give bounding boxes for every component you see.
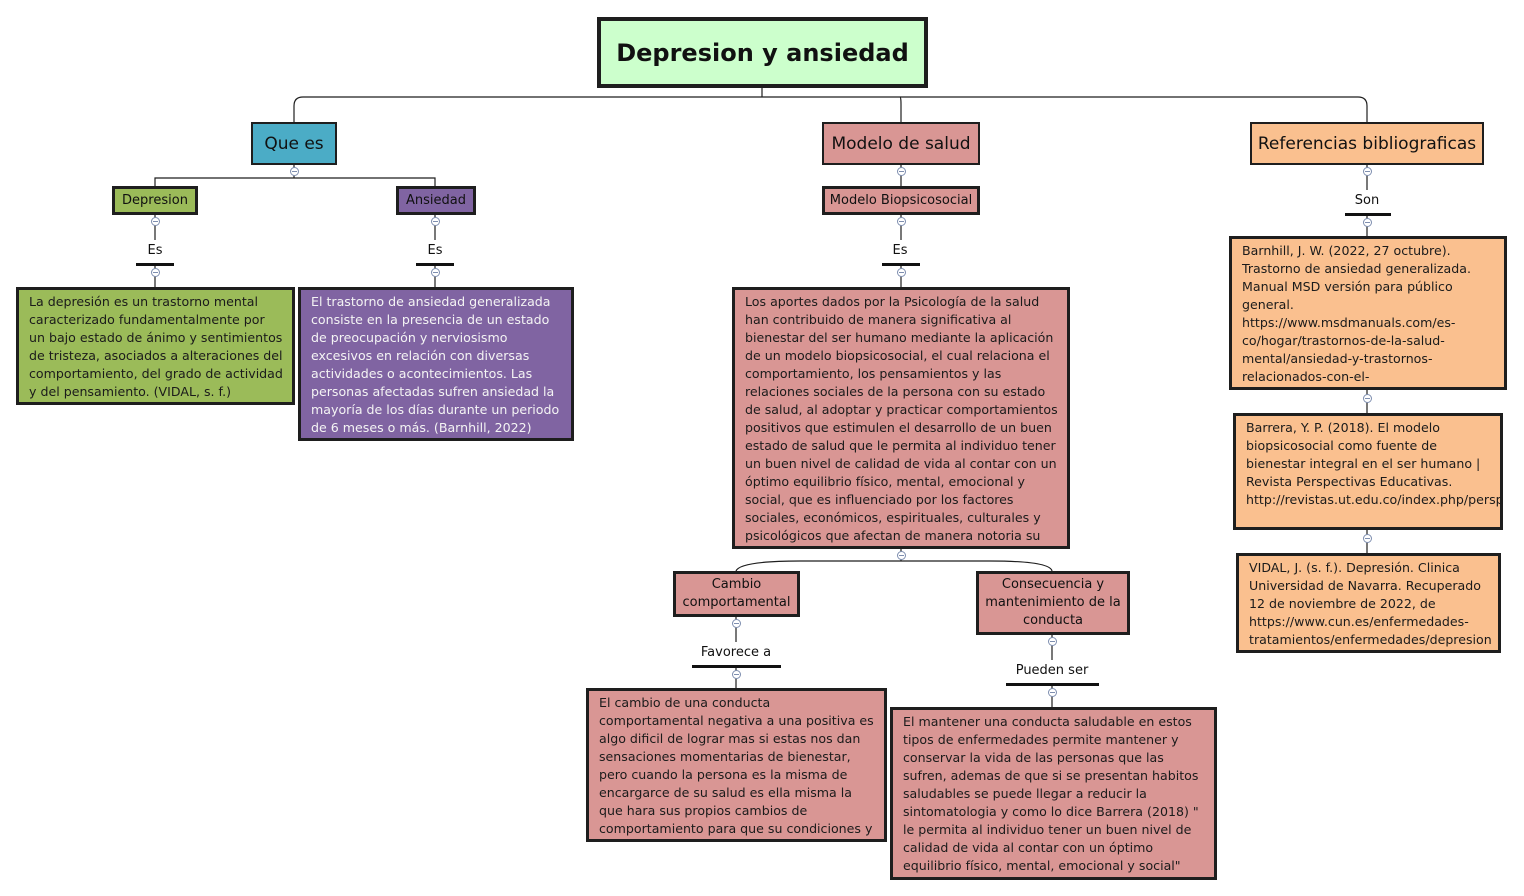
branch-que-es[interactable]: Que es <box>251 122 337 165</box>
reference-vidal[interactable]: VIDAL, J. (s. f.). Depresión. Clinica Un… <box>1236 553 1501 653</box>
collapse-icon[interactable] <box>1363 218 1372 227</box>
subtopic-biopsicosocial-label: Modelo Biopsicosocial <box>829 193 973 208</box>
branch-modelo-de-salud[interactable]: Modelo de salud <box>822 122 980 165</box>
depresion-definition[interactable]: La depresión es un trastorno mental cara… <box>16 287 295 405</box>
collapse-icon[interactable] <box>1048 688 1057 697</box>
subtopic-ansiedad[interactable]: Ansiedad <box>396 186 476 215</box>
collapse-icon[interactable] <box>732 670 741 679</box>
collapse-icon[interactable] <box>897 551 906 560</box>
collapse-icon[interactable] <box>897 217 906 226</box>
modelo-biopsicosocial-description[interactable]: Los aportes dados por la Psicología de l… <box>732 287 1070 549</box>
collapse-icon[interactable] <box>897 268 906 277</box>
cambio-comportamental-description[interactable]: El cambio de una conducta comportamental… <box>586 688 887 842</box>
subtopic-ansiedad-label: Ansiedad <box>406 193 466 208</box>
link-label-underline <box>136 263 174 266</box>
subtopic-consecuencia-label: Consecuencia y mantenimiento de la condu… <box>985 577 1121 628</box>
link-label-underline <box>1006 683 1099 686</box>
collapse-icon[interactable] <box>1363 167 1372 176</box>
branch-que-es-label: Que es <box>264 133 324 154</box>
subtopic-depresion[interactable]: Depresion <box>112 186 198 215</box>
branch-modelo-label: Modelo de salud <box>831 133 971 154</box>
subtopic-modelo-biopsicosocial[interactable]: Modelo Biopsicosocial <box>822 186 980 215</box>
collapse-icon[interactable] <box>1363 394 1372 403</box>
collapse-icon[interactable] <box>897 167 906 176</box>
branch-referencias-label: Referencias bibliograficas <box>1257 133 1477 154</box>
link-label-favorece: Favorece a <box>700 645 772 660</box>
collapse-icon[interactable] <box>290 167 299 176</box>
link-label-es-ansiedad: Es <box>427 243 443 258</box>
link-label-pueden-ser: Pueden ser <box>1015 663 1089 678</box>
link-label-underline <box>692 665 781 668</box>
subtopic-cambio-comportamental[interactable]: Cambio comportamental <box>673 571 800 617</box>
reference-text: Barnhill, J. W. (2022, 27 octubre). Tras… <box>1242 243 1471 384</box>
cambio-description-text: El cambio de una conducta comportamental… <box>599 695 874 836</box>
link-label-underline <box>882 263 920 266</box>
ansiedad-definition-text: El trastorno de ansiedad generalizada co… <box>311 294 560 435</box>
collapse-icon[interactable] <box>732 619 741 628</box>
collapse-icon[interactable] <box>151 268 160 277</box>
depresion-definition-text: La depresión es un trastorno mental cara… <box>29 294 283 399</box>
reference-text: VIDAL, J. (s. f.). Depresión. Clinica Un… <box>1249 560 1492 647</box>
subtopic-cambio-label: Cambio comportamental <box>682 577 791 610</box>
collapse-icon[interactable] <box>431 268 440 277</box>
modelo-description-text: Los aportes dados por la Psicología de l… <box>745 294 1058 543</box>
collapse-icon[interactable] <box>151 217 160 226</box>
consecuencia-description-text: El mantener una conducta saludable en es… <box>903 714 1199 873</box>
link-label-es-depresion: Es <box>147 243 163 258</box>
branch-referencias[interactable]: Referencias bibliograficas <box>1250 122 1484 165</box>
link-label-underline <box>416 263 454 266</box>
consecuencia-description[interactable]: El mantener una conducta saludable en es… <box>890 707 1217 880</box>
reference-text: Barrera, Y. P. (2018). El modelo biopsic… <box>1246 420 1503 507</box>
root-topic[interactable]: Depresion y ansiedad <box>597 17 928 88</box>
collapse-icon[interactable] <box>431 217 440 226</box>
reference-barrera[interactable]: Barrera, Y. P. (2018). El modelo biopsic… <box>1233 413 1503 530</box>
reference-barnhill[interactable]: Barnhill, J. W. (2022, 27 octubre). Tras… <box>1229 236 1507 390</box>
subtopic-consecuencia-mantenimiento[interactable]: Consecuencia y mantenimiento de la condu… <box>976 571 1130 635</box>
subtopic-depresion-label: Depresion <box>122 193 188 208</box>
collapse-icon[interactable] <box>1363 534 1372 543</box>
link-label-es-modelo: Es <box>892 243 908 258</box>
ansiedad-definition[interactable]: El trastorno de ansiedad generalizada co… <box>298 287 574 441</box>
link-label-underline <box>1345 213 1391 216</box>
root-topic-label: Depresion y ansiedad <box>616 38 909 67</box>
link-label-son: Son <box>1354 193 1380 208</box>
collapse-icon[interactable] <box>1048 637 1057 646</box>
